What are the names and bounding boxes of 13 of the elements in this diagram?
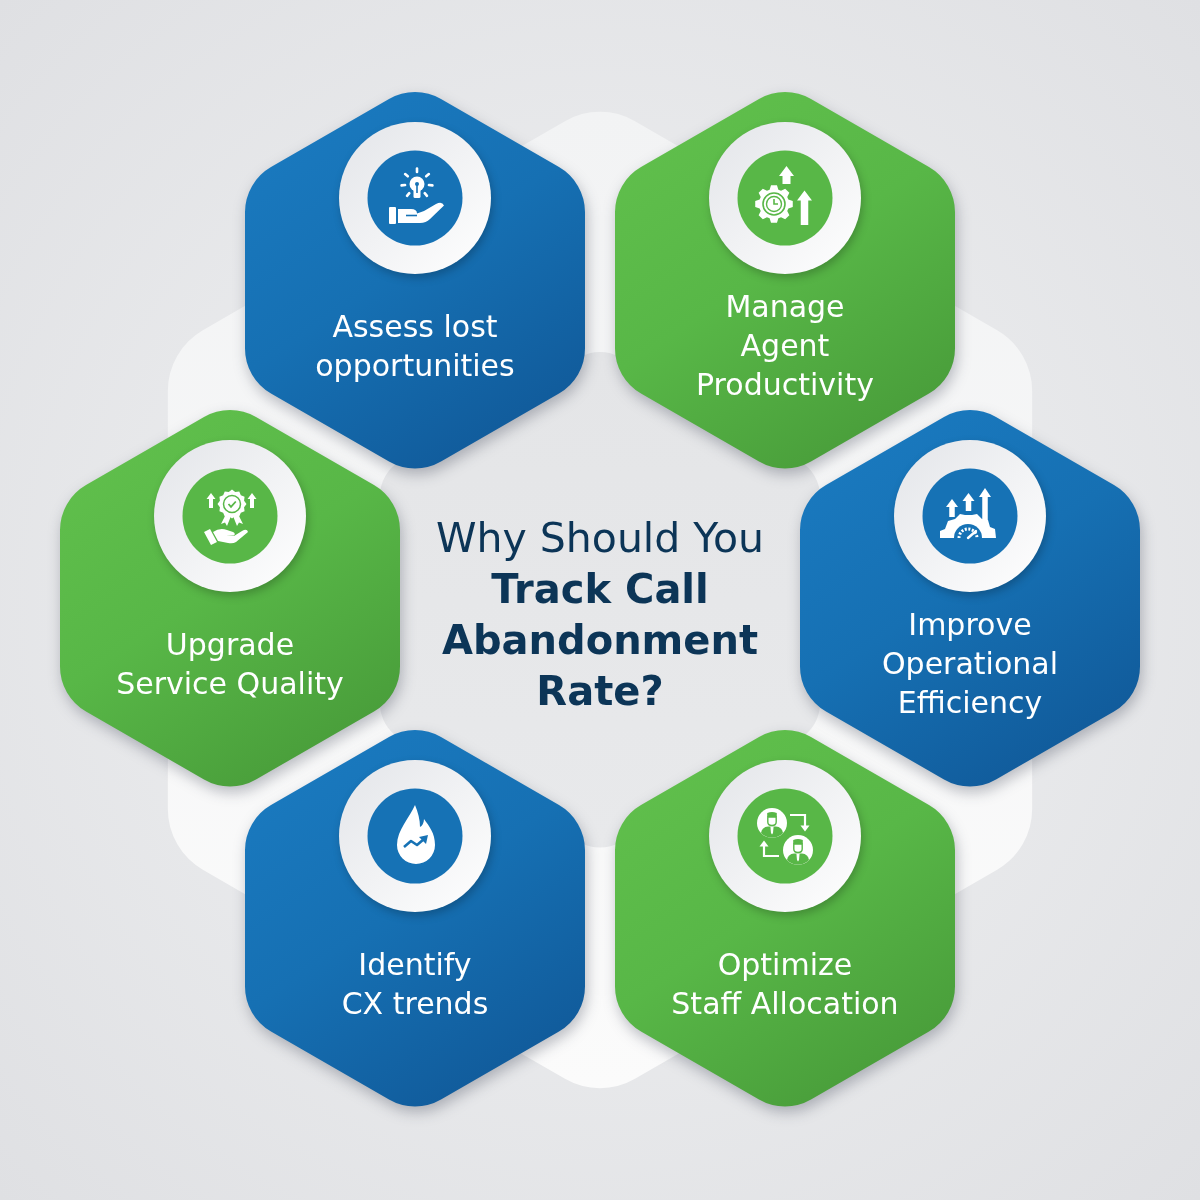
card-label: Identify CX trends — [341, 946, 489, 1023]
hexagon-card — [245, 729, 585, 1107]
hexagon-card — [800, 409, 1140, 787]
card-label: Manage Agent Productivity — [696, 288, 874, 405]
hexagon-card — [615, 91, 955, 469]
card-label: Optimize Staff Allocation — [671, 946, 899, 1023]
card-label: Assess lost opportunities — [315, 308, 515, 385]
card-label: Improve Operational Efficiency — [881, 606, 1058, 723]
center-heading: Why Should You Track Call Abandonment Rate? — [434, 513, 765, 716]
hexagon-card — [245, 91, 585, 469]
card-label: Upgrade Service Quality — [116, 626, 344, 703]
hexagon-card — [60, 409, 400, 787]
hexagon-card — [615, 729, 955, 1107]
